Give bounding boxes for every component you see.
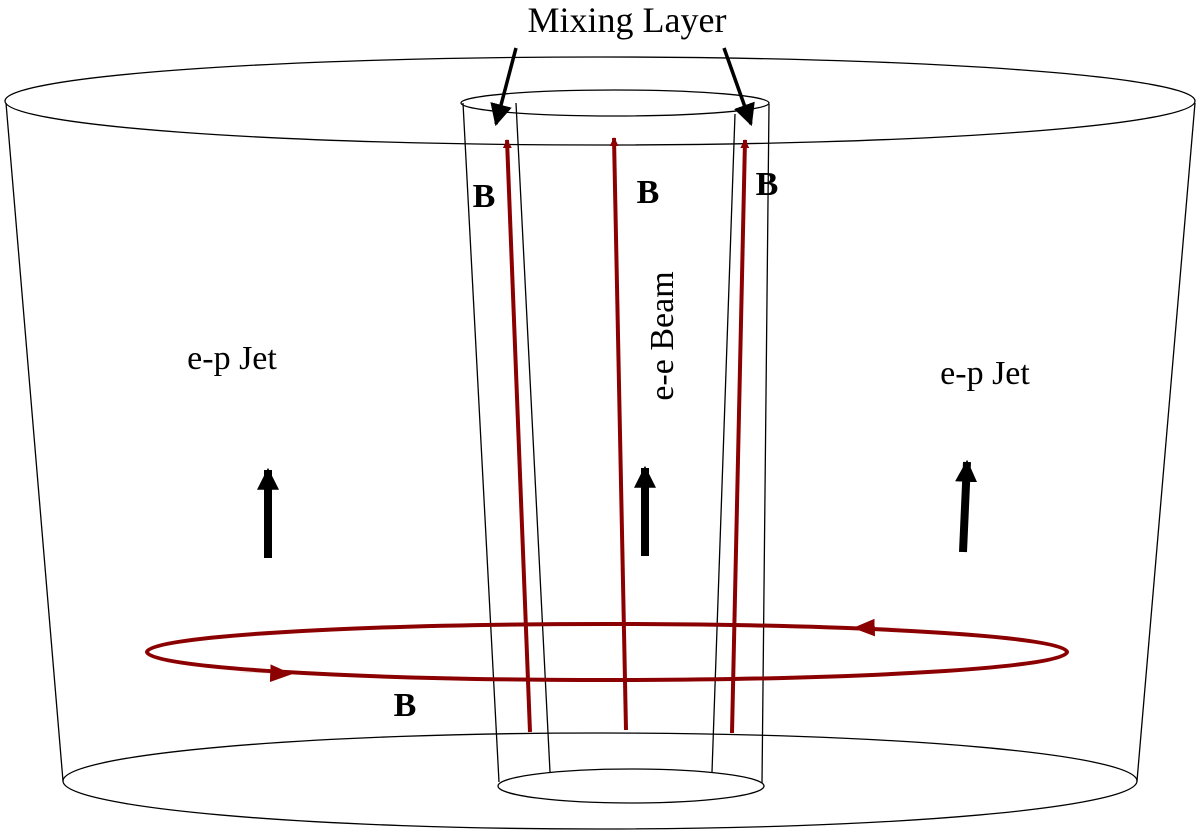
right-jet-label: e-p Jet: [940, 355, 1030, 392]
outer-bottom-ellipse: [62, 732, 1138, 830]
poloidal-field-line-left: [502, 139, 532, 733]
toroidal-field-ellipse: [145, 622, 1069, 682]
outer-left-edge: [5, 102, 64, 782]
beam-label: e-e Beam: [644, 271, 681, 400]
outer-top-ellipse: [4, 56, 1196, 146]
field-label-center: B: [637, 174, 660, 211]
outer-jet-cylinder: [4, 56, 1196, 830]
mixing-layer-outer-left: [462, 102, 500, 783]
mixing-layer-label: Mixing Layer: [528, 0, 727, 40]
field-label-right: B: [756, 166, 779, 203]
mixing-layer-pointers: [490, 47, 755, 127]
toroidal-field-arrow-left: [852, 618, 901, 637]
field-label-toroidal: B: [394, 687, 417, 724]
mixing-layer-pointer-right: [722, 47, 755, 127]
beam-top-ellipse: [460, 89, 770, 117]
poloidal-field-line-center: [609, 137, 628, 731]
toroidal-field-loop: [145, 618, 1069, 683]
poloidal-field-lines: [502, 137, 750, 734]
beam-bottom-ellipse: [497, 768, 765, 804]
mixing-layer-inner-left: [515, 102, 551, 773]
flow-arrow-right-jet: [955, 459, 978, 553]
mixing-layer-outer-right: [761, 103, 770, 784]
mixing-layer-inner-right: [711, 113, 736, 773]
poloidal-field-line-right: [730, 139, 750, 734]
outer-right-edge: [1136, 102, 1196, 782]
left-jet-label: e-p Jet: [187, 340, 277, 377]
field-label-left: B: [473, 178, 496, 215]
toroidal-field-arrow-right: [239, 664, 293, 683]
beam-cylinder: [460, 89, 770, 804]
mixing-layer-pointer-left: [490, 47, 518, 127]
flow-arrows: [257, 459, 978, 558]
